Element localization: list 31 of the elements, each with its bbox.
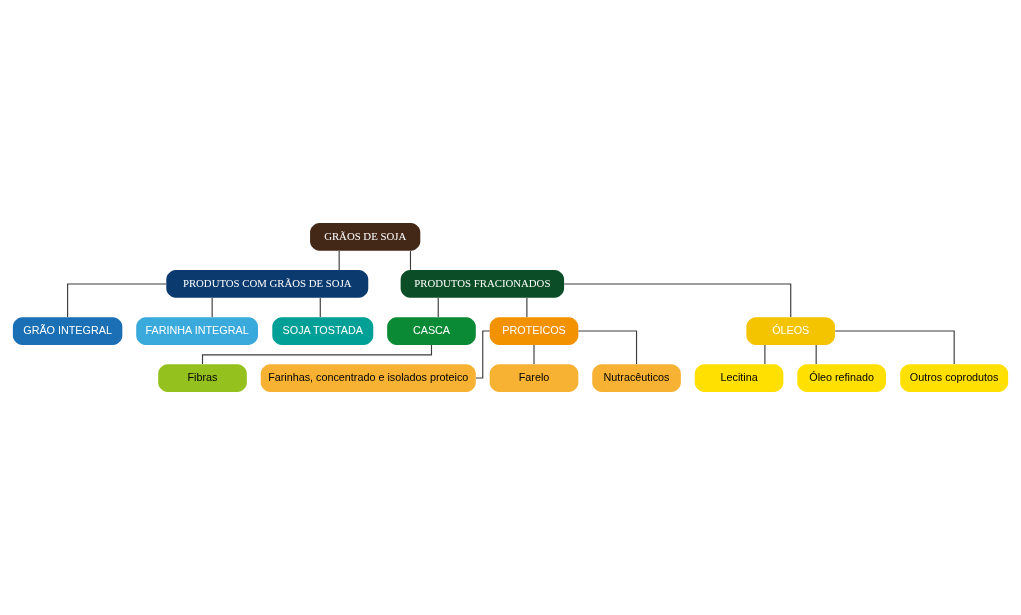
connector [409,250,412,271]
connector [764,344,766,365]
connector [815,344,817,365]
node-box: FARINHA INTEGRAL [136,317,258,345]
node-box: SOJA TOSTADA [272,317,374,345]
node-box: Óleo refinado [797,364,886,392]
node-box: PRODUTOS FRACIONADOS [400,270,565,298]
node-box: GRÃO INTEGRAL [12,317,123,345]
node-box: PRODUTOS COM GRÃOS DE SOJA [166,270,369,298]
connector [319,297,321,318]
connector [211,297,213,318]
connector [563,283,792,318]
node-box: PROTEICOS [489,317,579,345]
connector [577,330,638,365]
node-box: Nutracêuticos [592,364,681,392]
node-box: GRÃOS DE SOJA [310,223,421,251]
connector [67,283,167,318]
connector [834,330,955,365]
node-box: Lecitina [694,364,784,392]
node-box: Farinhas, concentrado e isolados proteico [260,364,476,392]
connector [338,250,340,271]
node-box: Farelo [489,364,579,392]
node-box: CASCA [387,317,476,345]
connector [526,297,528,318]
connector [201,344,433,365]
node-box: ÓLEOS [746,317,836,345]
connector [475,330,491,379]
connector [437,297,439,318]
node-box: Fibras [158,364,247,392]
node-box: Outros coprodutos [900,364,1009,392]
connector [533,344,535,365]
